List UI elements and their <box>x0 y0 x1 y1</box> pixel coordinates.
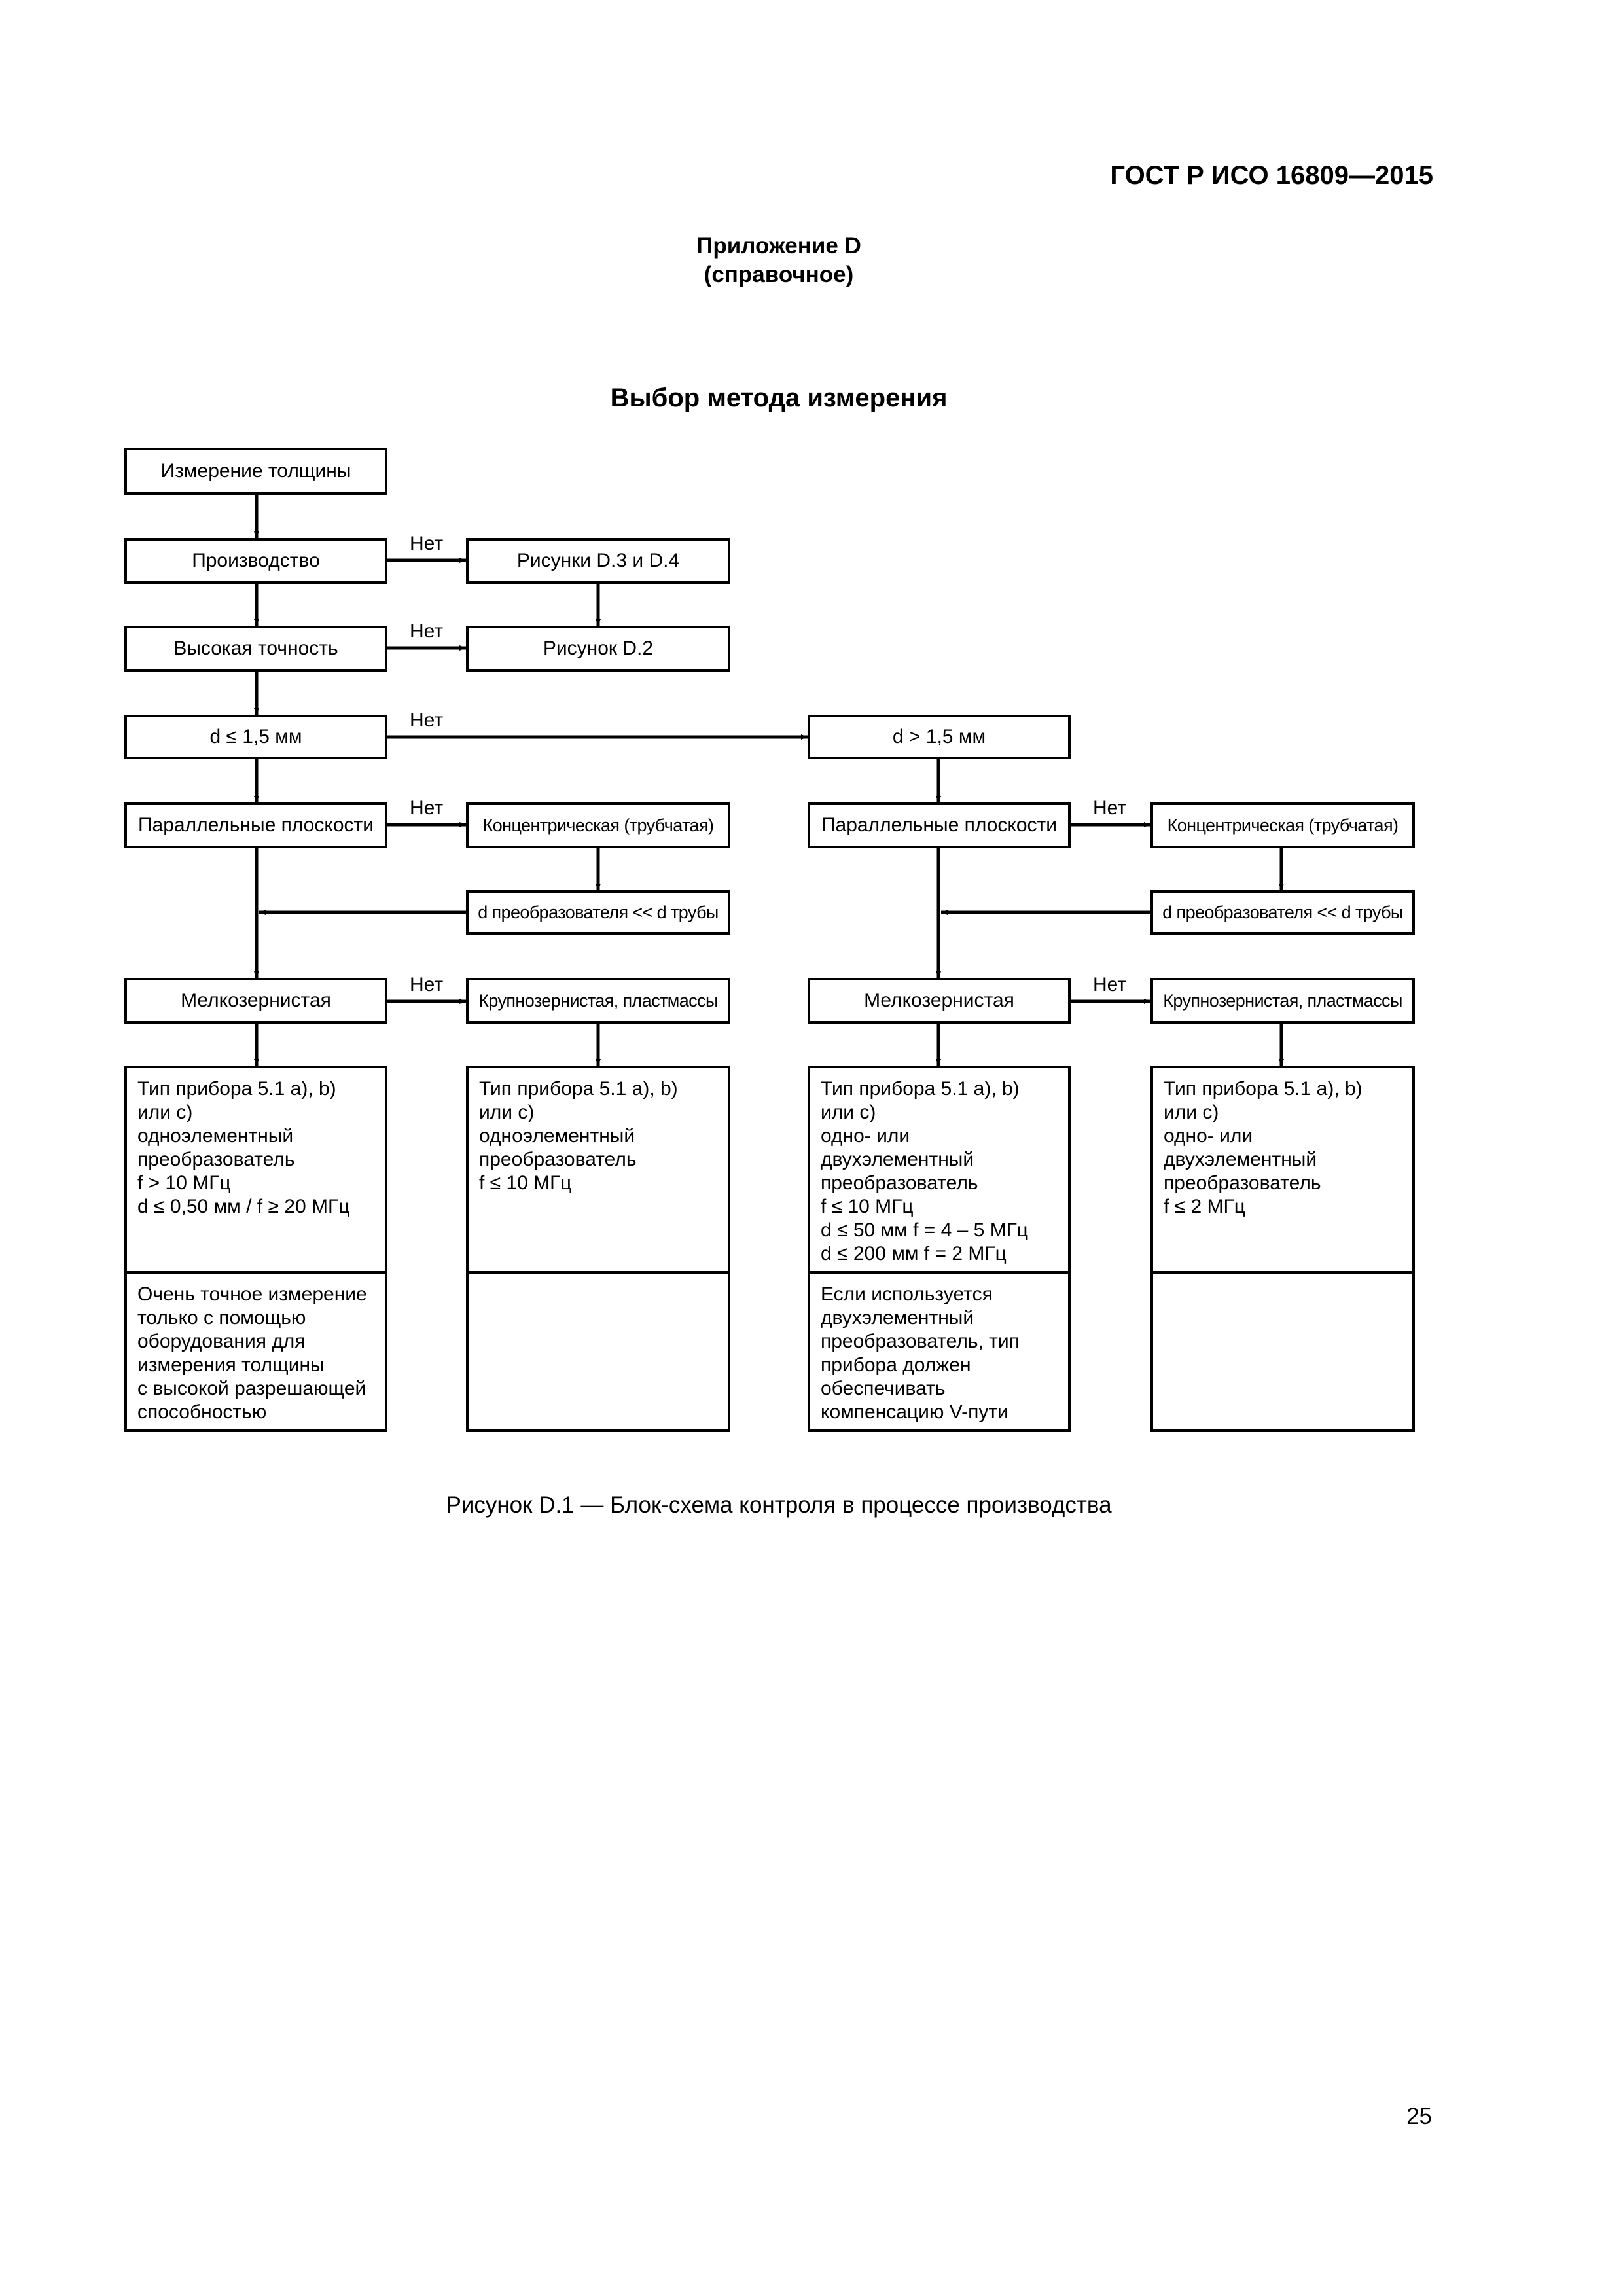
box-d-small: d ≤ 1,5 мм <box>124 715 387 759</box>
spec-line: Тип прибора 5.1 a), b) <box>479 1078 678 1100</box>
no-label: Нет <box>410 797 444 819</box>
page-number: 25 <box>1406 2104 1432 2129</box>
spec-line: преобразователь <box>479 1149 637 1170</box>
note-line: измерения толщины <box>137 1354 325 1376</box>
spec-line: одно- или <box>821 1125 910 1147</box>
spec-line: f ≤ 10 МГц <box>821 1196 914 1217</box>
spec-line: двухэлементный <box>1164 1149 1317 1170</box>
box-figures-d3-d4: Рисунки D.3 и D.4 <box>466 538 730 584</box>
box-transducer-vs-pipe-right: d преобразователя << d трубы <box>1150 890 1415 935</box>
box-production: Производство <box>124 538 387 584</box>
spec-line: d ≤ 0,50 мм / f ≥ 20 МГц <box>137 1196 350 1217</box>
box-spec-col2: Тип прибора 5.1 a), b) или c) одноэлемен… <box>466 1066 730 1274</box>
no-label: Нет <box>410 709 444 731</box>
no-label: Нет <box>1093 797 1127 819</box>
spec-line: или c) <box>479 1102 535 1123</box>
note-line: способностью <box>137 1401 267 1423</box>
document-id: ГОСТ Р ИСО 16809—2015 <box>1110 161 1433 190</box>
box-note-col3: Если используется двухэлементный преобра… <box>808 1271 1071 1432</box>
box-note-col1: Очень точное измерение только с помощью … <box>124 1271 387 1432</box>
spec-line: Тип прибора 5.1 a), b) <box>137 1078 336 1100</box>
box-concentric-right: Концентрическая (трубчатая) <box>1150 802 1415 848</box>
note-line: Очень точное измерение <box>137 1283 367 1305</box>
figure-caption: Рисунок D.1 — Блок-схема контроля в проц… <box>446 1492 1112 1518</box>
box-spec-col4: Тип прибора 5.1 a), b) или c) одно- или … <box>1150 1066 1415 1274</box>
spec-line: d ≤ 200 мм f = 2 МГц <box>821 1243 1007 1265</box>
note-line: компенсацию V-пути <box>821 1401 1008 1423</box>
spec-line: Тип прибора 5.1 a), b) <box>1164 1078 1363 1100</box>
box-spec-col1: Тип прибора 5.1 a), b) или c) одноэлемен… <box>124 1066 387 1274</box>
box-parallel-planes-left: Параллельные плоскости <box>124 802 387 848</box>
spec-line: двухэлементный <box>821 1149 974 1170</box>
spec-line: одноэлементный <box>479 1125 635 1147</box>
note-line: прибора должен <box>821 1354 971 1376</box>
box-figure-d2: Рисунок D.2 <box>466 626 730 672</box>
note-line: обеспечивать <box>821 1378 946 1399</box>
no-label: Нет <box>410 974 444 996</box>
box-note-col4-empty <box>1150 1271 1415 1432</box>
spec-line: одно- или <box>1164 1125 1253 1147</box>
note-line: с высокой разрешающей <box>137 1378 366 1399</box>
spec-line: d ≤ 50 мм f = 4 – 5 МГц <box>821 1219 1029 1241</box>
spec-line: преобразователь <box>821 1172 978 1194</box>
note-line: двухэлементный <box>821 1307 974 1329</box>
annex-title: Приложение D <box>696 233 861 259</box>
box-spec-col3: Тип прибора 5.1 a), b) или c) одно- или … <box>808 1066 1071 1274</box>
box-coarse-grained-right: Крупнозернистая, пластмассы <box>1150 978 1415 1024</box>
box-fine-grained-left: Мелкозернистая <box>124 978 387 1024</box>
spec-line: f ≤ 10 МГц <box>479 1172 572 1194</box>
box-concentric-left: Концентрическая (трубчатая) <box>466 802 730 848</box>
note-line: оборудования для <box>137 1331 306 1352</box>
box-d-large: d > 1,5 мм <box>808 715 1071 759</box>
box-high-accuracy: Высокая точность <box>124 626 387 672</box>
no-label: Нет <box>1093 974 1127 996</box>
spec-line: преобразователь <box>137 1149 295 1170</box>
box-fine-grained-right: Мелкозернистая <box>808 978 1071 1024</box>
box-parallel-planes-right: Параллельные плоскости <box>808 802 1071 848</box>
note-line: преобразователь, тип <box>821 1331 1020 1352</box>
spec-line: или c) <box>821 1102 876 1123</box>
annex-subtitle: (справочное) <box>704 262 854 287</box>
note-line: Если используется <box>821 1283 993 1305</box>
spec-line: или c) <box>1164 1102 1219 1123</box>
box-coarse-grained-left: Крупнозернистая, пластмассы <box>466 978 730 1024</box>
no-label: Нет <box>410 620 444 642</box>
box-thickness-measurement: Измерение толщины <box>124 448 387 495</box>
main-title: Выбор метода измерения <box>610 384 948 412</box>
note-line: только с помощью <box>137 1307 306 1329</box>
spec-line: f ≤ 2 МГц <box>1164 1196 1245 1217</box>
spec-line: или c) <box>137 1102 193 1123</box>
spec-line: преобразователь <box>1164 1172 1321 1194</box>
spec-line: f > 10 МГц <box>137 1172 231 1194</box>
box-transducer-vs-pipe-left: d преобразователя << d трубы <box>466 890 730 935</box>
spec-line: Тип прибора 5.1 a), b) <box>821 1078 1020 1100</box>
spec-line: одноэлементный <box>137 1125 294 1147</box>
no-label: Нет <box>410 533 444 554</box>
box-note-col2-empty <box>466 1271 730 1432</box>
